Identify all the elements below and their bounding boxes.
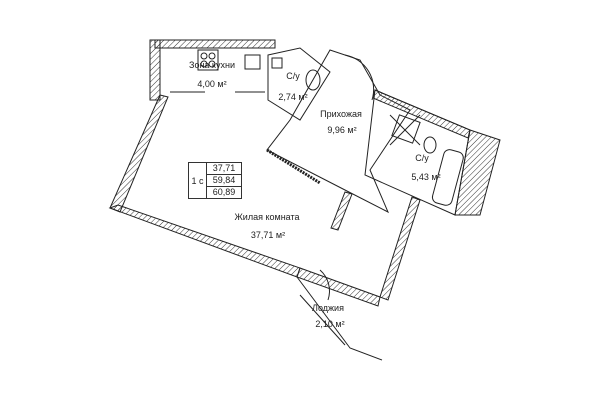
room-name-bathroom-small: С/у xyxy=(286,71,300,81)
living-area-value: 37,71 xyxy=(207,163,241,175)
bathtub-icon xyxy=(431,149,464,206)
room-name-bathroom-large: С/у xyxy=(415,153,429,163)
loggia-outline xyxy=(296,276,383,361)
room-area-hallway: 9,96 м² xyxy=(327,125,357,135)
room-name-kitchen: Зона кухни xyxy=(189,60,235,70)
toilet-icon-2 xyxy=(423,136,437,154)
total-area-value: 59,84 xyxy=(207,175,241,187)
room-name-hallway: Прихожая xyxy=(320,109,362,119)
wall-top-kitchen xyxy=(154,39,276,49)
wall-loggia-inner xyxy=(296,267,381,307)
wall-right xyxy=(379,196,421,301)
wall-left-upper xyxy=(149,39,161,101)
toilet-icon xyxy=(305,69,321,91)
wall-left xyxy=(109,94,169,213)
apartment-type: 1 с xyxy=(189,163,207,198)
room-area-bathroom-small: 2,74 м² xyxy=(278,92,308,102)
room-name-loggia: Лоджия xyxy=(312,303,344,313)
bathroom-small xyxy=(267,47,331,121)
total-area-with-loggia-value: 60,89 xyxy=(212,187,236,197)
room-area-loggia: 2,10 м² xyxy=(315,319,345,329)
shower-icon xyxy=(391,114,421,144)
room-area-kitchen: 4,00 м² xyxy=(197,79,227,89)
room-area-bathroom-large: 5,43 м² xyxy=(411,172,441,182)
apartment-summary-table: 1 с 37,71 59,84 60,89 xyxy=(188,162,242,199)
entrance-door-swing xyxy=(344,54,375,101)
room-area-living-room: 37,71 м² xyxy=(250,230,286,240)
sink-icon xyxy=(244,54,261,70)
room-name-living-room: Жилая комната xyxy=(234,212,300,222)
stove-icon xyxy=(197,49,219,71)
loggia-door-swing xyxy=(319,269,330,301)
